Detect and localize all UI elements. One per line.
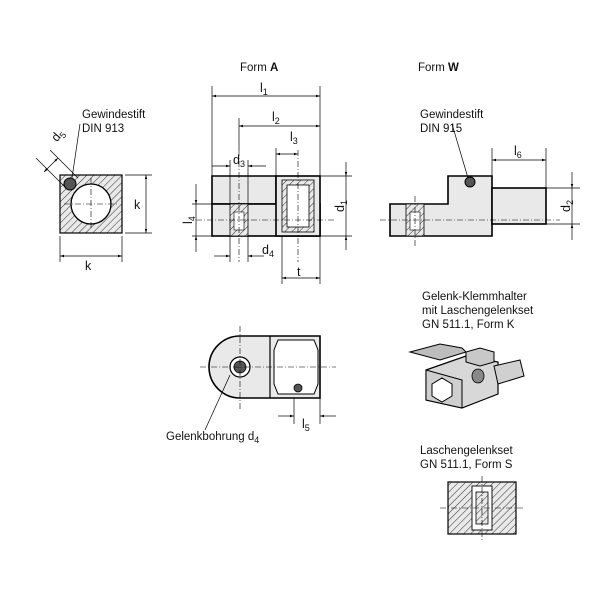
dim-k-horizontal: k (85, 259, 92, 273)
dim-k-vertical: k (134, 198, 141, 212)
klemmhalter-product: GN 511.1, Form K (422, 319, 515, 331)
laschen-title: Laschengelenkset (420, 445, 514, 457)
gelenkbohrung-label: Gelenkbohrung d4 (166, 431, 259, 445)
dim-l1: l1 (260, 81, 268, 97)
dim-d4: d4 (262, 243, 274, 259)
form-a-elevation: l1 l2 l3 d3 d1 l4 d4 (181, 81, 352, 284)
laschen-product: GN 511.1, Form S (420, 459, 513, 471)
gewindestift-a-din: DIN 913 (82, 123, 124, 135)
form-w-elevation: l6 d2 (380, 123, 580, 246)
form-a-title: Form A (240, 62, 278, 74)
dim-d1: d1 (333, 200, 349, 212)
dim-l3: l3 (290, 130, 298, 146)
gewindestift-a-label: Gewindestift (82, 109, 146, 121)
dim-l5: l5 (302, 417, 310, 433)
form-w-title: Form W (418, 62, 459, 74)
dim-l6: l6 (514, 144, 522, 160)
laschen-illustration (440, 476, 524, 540)
form-a-top-view: l5 (200, 326, 336, 433)
klemmhalter-illustration (408, 343, 525, 409)
klemmhalter-title: Gelenk-Klemmhalter (422, 291, 527, 303)
dim-l4: l4 (181, 216, 197, 224)
set-screw-circle (63, 177, 77, 191)
gewindestift-w-label: Gewindestift (420, 109, 484, 121)
dim-d5: d5 (48, 126, 68, 145)
gewindestift-w-din: DIN 915 (420, 123, 462, 135)
dim-d2: d2 (559, 200, 575, 212)
dim-d3: d3 (233, 153, 245, 169)
dim-t: t (297, 265, 301, 279)
square-section-view: d5 k k (35, 123, 152, 273)
dim-l2: l2 (272, 110, 280, 126)
klemmhalter-subtitle: mit Laschengelenkset (422, 305, 534, 317)
